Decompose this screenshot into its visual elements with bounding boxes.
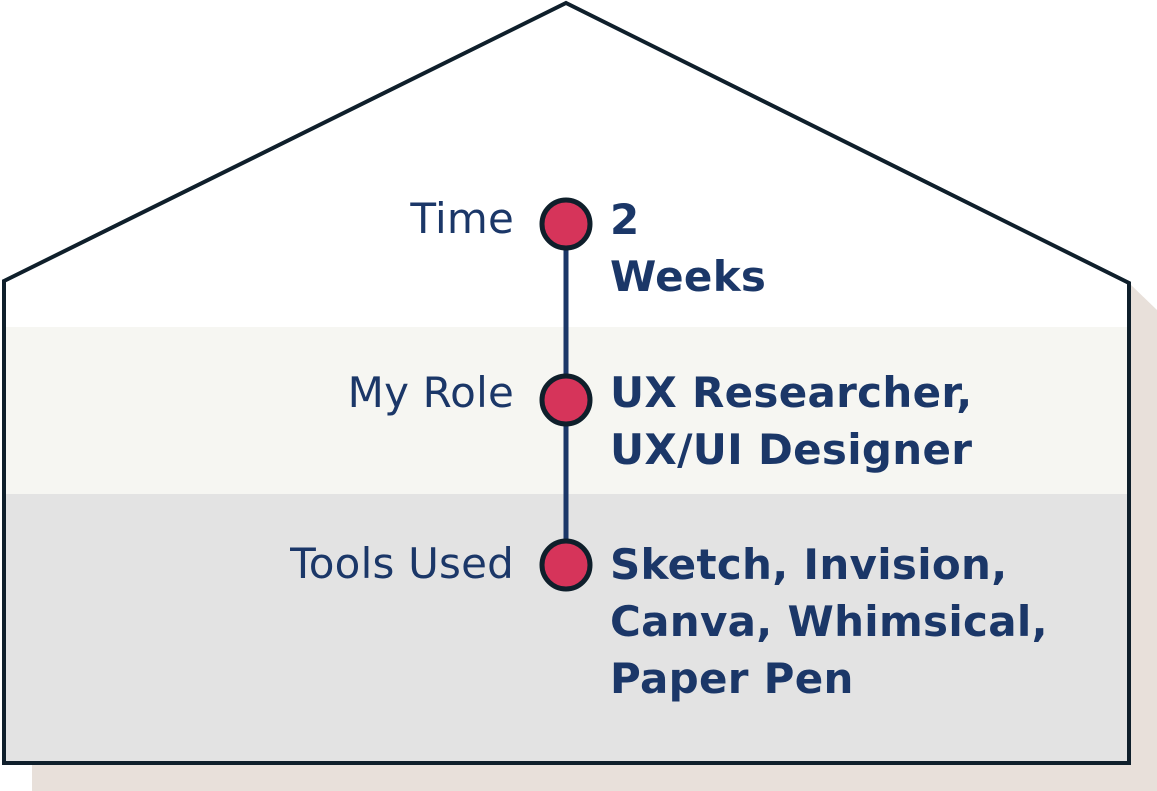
timeline-dot-time <box>539 197 593 251</box>
time-label: Time <box>410 194 514 243</box>
tools-label: Tools Used <box>290 539 514 588</box>
tools-value-line: Canva, Whimsical, <box>610 597 1048 646</box>
time-value-line: Weeks <box>610 252 767 301</box>
time-value-line: 2 <box>610 195 640 244</box>
role-label: My Role <box>347 368 514 417</box>
house-outline <box>2 0 1131 765</box>
role-value-line: UX Researcher, <box>610 368 973 417</box>
band-top <box>4 3 1129 327</box>
role-value: UX Researcher, UX/UI Designer <box>610 364 972 478</box>
tools-value: Sketch, Invision, Canva, Whimsical, Pape… <box>610 536 1048 707</box>
timeline-dot-tools <box>539 538 593 592</box>
timeline-dot-role <box>539 373 593 427</box>
tools-value-line: Sketch, Invision, <box>610 540 1008 589</box>
role-value-line: UX/UI Designer <box>610 425 973 474</box>
tools-value-line: Paper Pen <box>610 654 854 703</box>
time-value: 2 Weeks <box>610 191 766 305</box>
